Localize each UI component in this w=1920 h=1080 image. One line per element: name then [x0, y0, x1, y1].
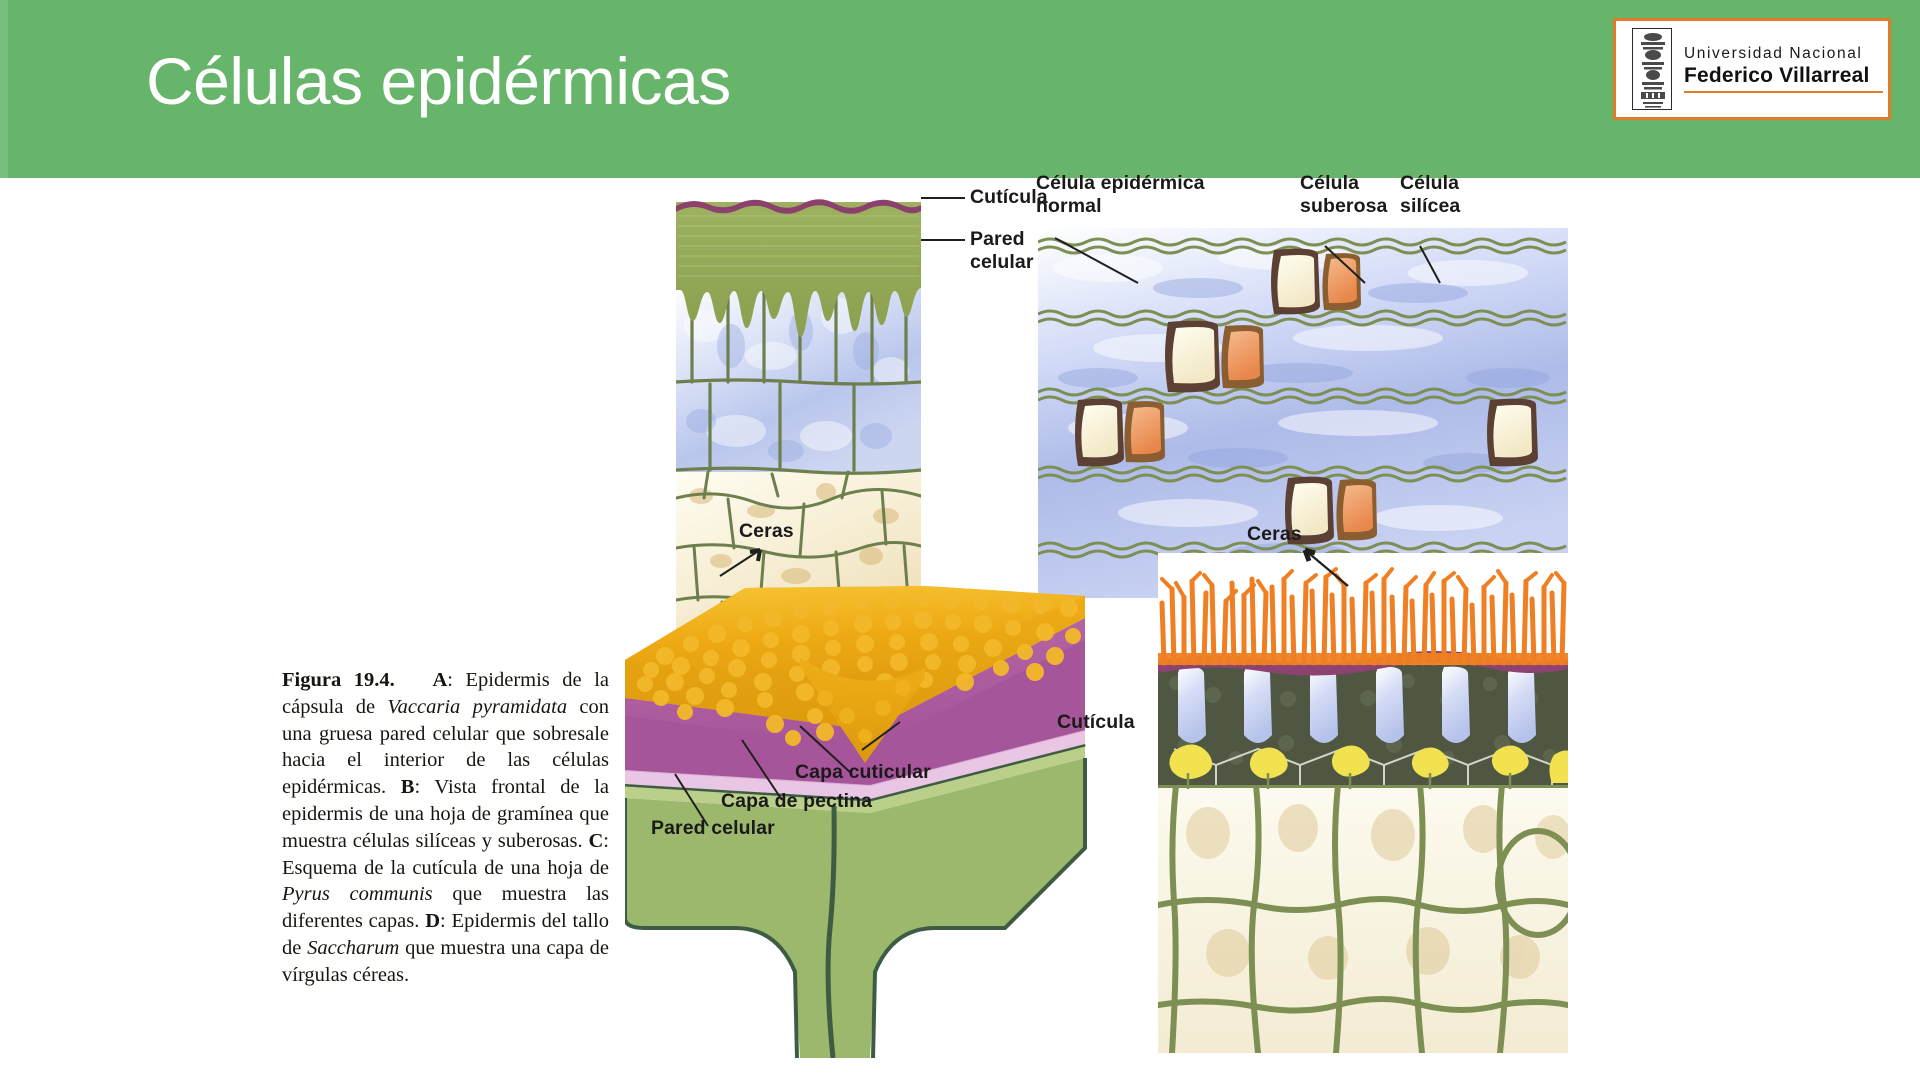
panel-a-leader-lines [921, 197, 965, 241]
logo-line-1: Universidad Nacional [1684, 45, 1863, 62]
label-c-cuticula: Cutícula [1057, 711, 1135, 733]
university-emblem-icon [1632, 28, 1672, 110]
panel-d-leader-lines [1302, 547, 1349, 587]
label-b-celula-suberosa: Célula suberosa [1300, 172, 1388, 217]
university-logo: Universidad Nacional Federico Villarreal [1613, 18, 1891, 120]
figure-area: Figura 19.4. A: Epidermis de la cápsula … [0, 172, 1920, 1080]
label-b-celula-silicea: Célula silícea [1400, 172, 1461, 217]
label-d-ceras: Ceras [1247, 523, 1302, 545]
label-c-capa-cuticular: Capa cuticular [795, 761, 931, 783]
label-c-capa-de-pectina: Capa de pectina [721, 790, 873, 812]
figure-number: Figura 19.4. [282, 669, 395, 691]
label-a-pared-celular: Pared celular [970, 228, 1034, 273]
panel-d-image [1158, 553, 1568, 1053]
label-c-ceras: Ceras [739, 520, 794, 542]
page-title: Células epidérmicas [146, 44, 731, 118]
label-c-pared-celular: Pared celular [651, 817, 775, 839]
panel-c-image [623, 548, 1095, 1059]
figure-caption: Figura 19.4. A: Epidermis de la cápsula … [282, 669, 610, 986]
slide-header: Células epidérmicas [0, 0, 1920, 178]
logo-underline [1684, 91, 1883, 93]
panel-b-leader-lines [1054, 237, 1441, 284]
header-left-edge [0, 0, 8, 178]
logo-line-2: Federico Villarreal [1684, 64, 1870, 87]
label-b-celula-epidermica-normal: Célula epidérmica normal [1036, 172, 1205, 217]
panel-c-leader-lines [674, 548, 901, 827]
label-a-cuticula: Cutícula [970, 186, 1048, 208]
